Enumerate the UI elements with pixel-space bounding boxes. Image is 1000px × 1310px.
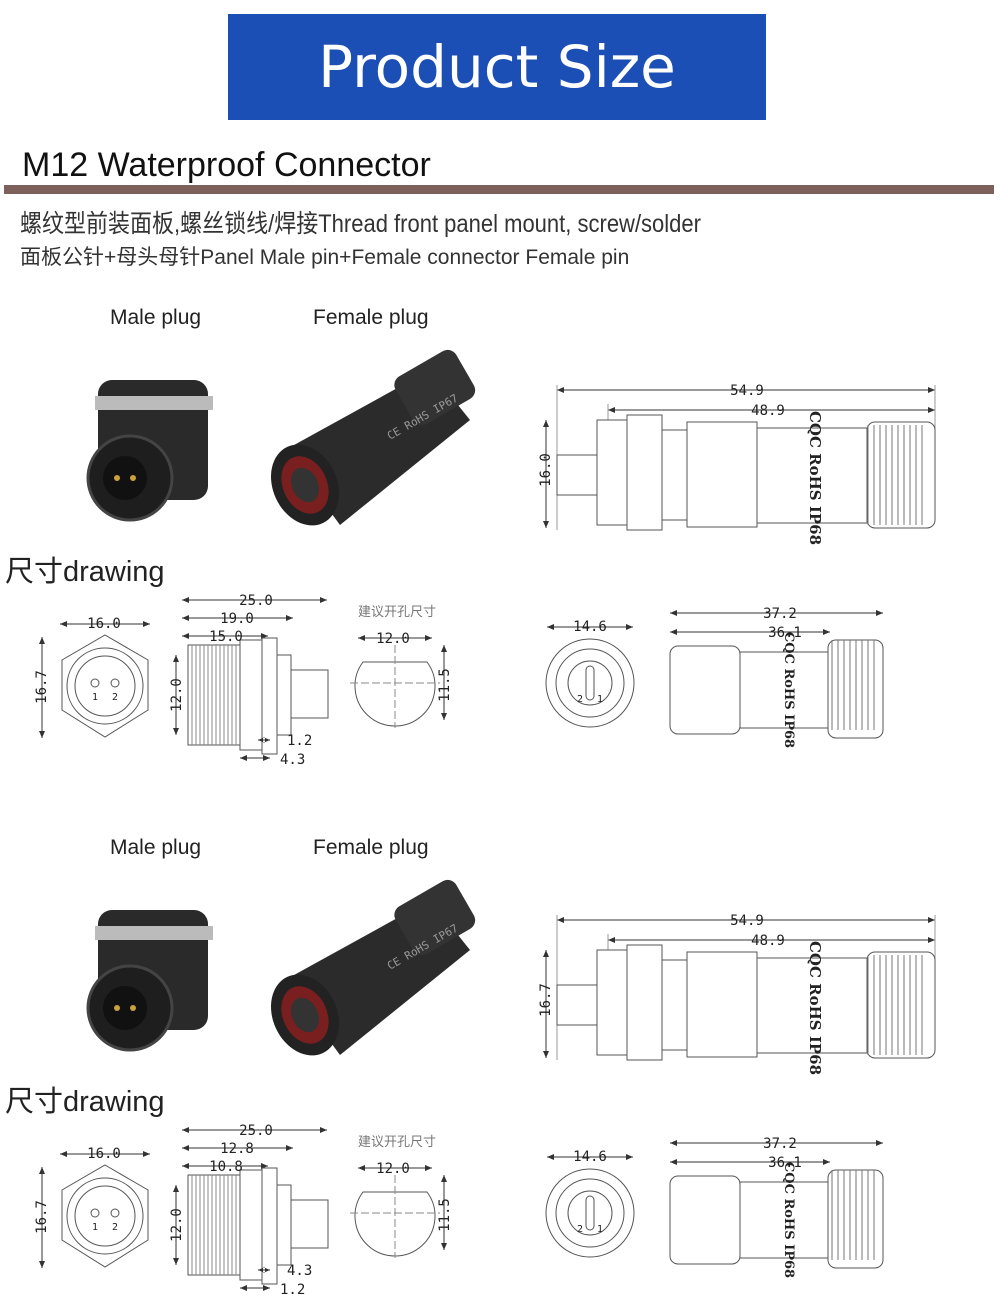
dimension-label: 12.0 — [376, 1161, 410, 1177]
female-side-view-drawing: CQC RoHS IP68 37.2 36.1 — [669, 606, 884, 748]
female-front-view-drawing: 2 1 14.6 — [545, 619, 635, 728]
dimension-label: 14.6 — [573, 619, 607, 635]
dimension-label: 16.0 — [538, 453, 554, 487]
title-banner: Product Size — [228, 14, 766, 120]
drawing-label: 尺寸drawing — [5, 556, 165, 588]
banner-title: Product Size — [318, 33, 676, 101]
drawing-label: 尺寸drawing — [5, 1086, 165, 1118]
dimension-label: 1.2 — [280, 1282, 305, 1298]
female-plug-label: Female plug — [313, 836, 429, 859]
dimension-label: 54.9 — [730, 383, 764, 399]
technical-drawing: CE RoHS IP67 CQC RoHS IP68 54.948.916.0 … — [34, 349, 936, 768]
pin-number: 1 — [597, 1224, 603, 1235]
dimension-label: 16.0 — [87, 616, 121, 632]
dimension-label: 37.2 — [763, 1136, 797, 1152]
male-plug-photo — [86, 380, 213, 522]
pin-number: 2 — [112, 692, 118, 703]
male-plug-label: Male plug — [110, 306, 202, 329]
technical-drawing: CE RoHS IP67 CQC RoHS IP68 54.948.916.7 … — [34, 879, 936, 1298]
dimension-label: 10.8 — [209, 1159, 243, 1175]
dimension-label: 54.9 — [730, 913, 764, 929]
dimension-label: 25.0 — [239, 593, 273, 609]
dimension-label: 48.9 — [751, 933, 785, 949]
section-title: M12 Waterproof Connector — [22, 146, 431, 184]
side-view-markings: CQC RoHS IP68 — [806, 941, 824, 1075]
dimension-label: 16.7 — [34, 1200, 50, 1234]
divider — [4, 185, 994, 194]
pin-number: 2 — [577, 694, 583, 705]
male-plug-photo — [86, 910, 213, 1052]
pin-number: 1 — [92, 1222, 98, 1233]
dimension-label: 15.0 — [209, 629, 243, 645]
side-view-drawing: CQC RoHS IP68 54.9 48.9 16.7 — [538, 913, 936, 1075]
dimension-label: 36.1 — [768, 1155, 802, 1171]
panel-hole-drawing: 建议开孔尺寸 12.0 11.5 — [350, 605, 453, 728]
dimension-label: 16.7 — [538, 983, 554, 1017]
front-view-drawing: 1 2 16.0 16.7 — [34, 1146, 150, 1268]
dimension-label: 4.3 — [287, 1263, 312, 1279]
dimension-label: 37.2 — [763, 606, 797, 622]
dimension-label: 11.5 — [437, 668, 453, 702]
side-view-markings: CQC RoHS IP68 — [806, 411, 824, 545]
female-side-markings: CQC RoHS IP68 — [781, 632, 796, 748]
front-view-drawing: 1 2 16.0 16.7 — [34, 616, 150, 738]
description-line-1: 螺纹型前装面板,螺丝锁线/焊接Thread front panel mount,… — [20, 210, 701, 238]
connector-block: Male plug Female plug 尺寸drawing CE RoHS … — [0, 300, 1000, 780]
side-view-drawing: CQC RoHS IP68 54.9 48.9 16.0 — [538, 383, 936, 545]
pin-number: 2 — [112, 1222, 118, 1233]
dimension-label: 12.0 — [376, 631, 410, 647]
male-plug-label: Male plug — [110, 836, 202, 859]
female-plug-label: Female plug — [313, 306, 429, 329]
dimension-label: 12.0 — [169, 678, 185, 712]
panel-side-view-drawing: 25.0 19.0 15.0 12.0 1.2 4.3 — [169, 593, 329, 768]
dimension-label: 11.5 — [437, 1198, 453, 1232]
dimension-label: 16.7 — [34, 670, 50, 704]
dimension-label: 36.1 — [768, 625, 802, 641]
panel-hole-drawing: 建议开孔尺寸 12.0 11.5 — [350, 1135, 453, 1258]
pin-number: 2 — [577, 1224, 583, 1235]
connector-block: Male plug Female plug 尺寸drawing CE RoHS … — [0, 830, 1000, 1310]
female-plug-photo: CE RoHS IP67 — [270, 879, 476, 1056]
hole-caption: 建议开孔尺寸 — [358, 605, 436, 620]
pin-number: 1 — [92, 692, 98, 703]
description-line-2: 面板公针+母头母针Panel Male pin+Female connector… — [20, 246, 630, 269]
pin-number: 1 — [597, 694, 603, 705]
dimension-label: 12.8 — [220, 1141, 254, 1157]
dimension-label: 19.0 — [220, 611, 254, 627]
hole-caption: 建议开孔尺寸 — [358, 1135, 436, 1150]
female-side-markings: CQC RoHS IP68 — [781, 1162, 796, 1278]
female-front-view-drawing: 2 1 14.6 — [545, 1149, 635, 1258]
dimension-label: 16.0 — [87, 1146, 121, 1162]
dimension-label: 12.0 — [169, 1208, 185, 1242]
female-plug-photo: CE RoHS IP67 — [270, 349, 476, 526]
dimension-label: 1.2 — [287, 733, 312, 749]
panel-side-view-drawing: 25.0 12.8 10.8 12.0 4.3 1.2 — [169, 1123, 329, 1298]
female-side-view-drawing: CQC RoHS IP68 37.2 36.1 — [669, 1136, 884, 1278]
dimension-label: 4.3 — [280, 752, 305, 768]
dimension-label: 14.6 — [573, 1149, 607, 1165]
dimension-label: 25.0 — [239, 1123, 273, 1139]
dimension-label: 48.9 — [751, 403, 785, 419]
